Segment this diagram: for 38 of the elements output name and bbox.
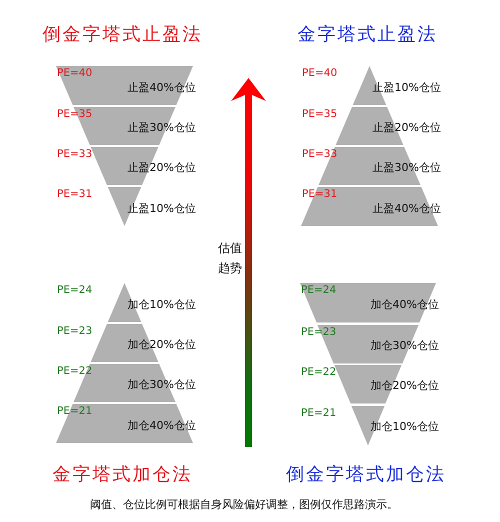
position-size-label: 加仓10%仓位	[370, 420, 439, 434]
position-size-label: 加仓40%仓位	[370, 298, 439, 312]
pyramid-title: 金字塔式止盈法	[298, 23, 438, 47]
trend-label: 估值趋势	[218, 240, 242, 277]
pyramid-title: 倒金字塔式加仓法	[286, 463, 446, 487]
position-size-label: 止盈30%仓位	[372, 161, 441, 175]
pe-threshold-label: PE=31	[57, 187, 92, 201]
position-size-label: 止盈40%仓位	[372, 202, 441, 216]
pe-threshold-label: PE=21	[57, 404, 92, 418]
pe-threshold-label: PE=35	[302, 107, 338, 121]
position-size-label: 止盈40%仓位	[128, 80, 196, 94]
pyramid-title: 金字塔式加仓法	[52, 463, 192, 487]
position-size-label: 止盈30%仓位	[128, 121, 196, 135]
pe-threshold-label: PE=40	[302, 66, 338, 80]
pe-threshold-label: PE=22	[301, 365, 336, 379]
pe-threshold-label: PE=35	[57, 107, 92, 121]
pe-threshold-label: PE=23	[57, 324, 92, 338]
pe-threshold-label: PE=24	[57, 283, 92, 297]
position-size-label: 加仓30%仓位	[370, 338, 439, 353]
pe-threshold-label: PE=40	[57, 66, 92, 80]
position-size-label: 加仓40%仓位	[128, 418, 196, 432]
pyramid-title: 倒金字塔式止盈法	[42, 23, 202, 47]
pe-threshold-label: PE=23	[301, 324, 336, 338]
pe-threshold-label: PE=33	[302, 147, 338, 161]
pe-threshold-label: PE=24	[301, 283, 336, 297]
position-size-label: 加仓10%仓位	[128, 298, 196, 312]
position-size-label: 止盈10%仓位	[128, 202, 196, 216]
caption: 阈值、仓位比例可根据自身风险偏好调整，图例仅作思路演示。	[90, 498, 398, 512]
pe-threshold-label: PE=33	[57, 147, 92, 161]
pe-threshold-label: PE=31	[302, 187, 338, 201]
position-size-label: 加仓20%仓位	[370, 379, 439, 394]
position-size-label: 加仓30%仓位	[128, 378, 196, 392]
position-size-label: 止盈20%仓位	[372, 121, 441, 135]
pe-threshold-label: PE=21	[301, 406, 336, 420]
pe-threshold-label: PE=22	[57, 364, 92, 378]
position-size-label: 止盈20%仓位	[128, 161, 196, 175]
position-size-label: 加仓20%仓位	[128, 338, 196, 352]
position-size-label: 止盈10%仓位	[372, 80, 441, 94]
